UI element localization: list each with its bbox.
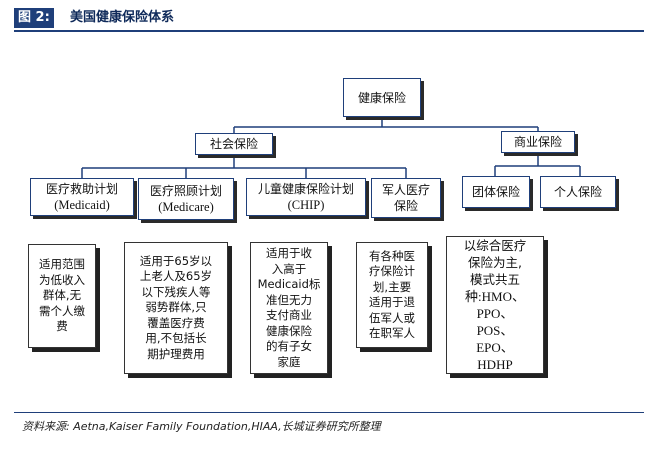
description-line: 划,主要 xyxy=(372,279,412,294)
source-note: 资料来源: Aetna,Kaiser Family Foundation,HIA… xyxy=(22,420,381,433)
description-line: 用,不包括长 xyxy=(145,331,207,346)
description-line: 的有子女 xyxy=(266,339,312,353)
figure-label: 图 2: xyxy=(14,8,54,28)
commercial-insurance-label: 商业保险 xyxy=(513,135,562,149)
description-line: 费 xyxy=(56,319,68,334)
description-line: EPO、 xyxy=(476,340,514,355)
description-line: 上老人及65岁 xyxy=(139,269,213,284)
root-box-health-insurance: 健康保险 xyxy=(343,78,421,117)
description-line: 模式共五 xyxy=(469,272,520,287)
description-line: 适用于退 xyxy=(369,295,415,309)
footer-divider xyxy=(14,412,644,413)
description-line: 在职军人 xyxy=(369,326,415,340)
social-insurance-label: 社会保险 xyxy=(209,137,258,151)
description-line: 以下残疾人等 xyxy=(141,284,211,299)
program-sub: (CHIP) xyxy=(287,198,325,212)
description-line: 种:HMO、 xyxy=(465,289,525,304)
program-name: 医疗救助计划 xyxy=(45,182,118,196)
description-line: 以综合医疗 xyxy=(463,238,527,253)
description-line: 有各种医 xyxy=(369,248,415,263)
description-line: 支付商业 xyxy=(266,308,312,322)
description-line: Medicaid标 xyxy=(257,277,321,291)
program-box-military: 军人医疗 保险 xyxy=(371,178,441,218)
description-line: 适用于收 xyxy=(266,246,312,260)
description-box-chip: 适用于收 入高于 Medicaid标 准但无力 支付商业 健康保险 的有子女 家… xyxy=(250,242,328,374)
program-name: 团体保险 xyxy=(471,185,520,199)
description-box-medicaid: 适用范围 为低收入 群体,无 需个人缴 费 xyxy=(28,244,96,348)
program-box-medicaid: 医疗救助计划 (Medicaid) xyxy=(30,178,134,216)
description-line: 群体,无 xyxy=(42,288,82,303)
program-box-individual-insurance: 个人保险 xyxy=(540,176,616,208)
program-box-group-insurance: 团体保险 xyxy=(462,176,530,208)
description-line: 疗保险计 xyxy=(369,264,415,278)
description-line: 弱势群体,只 xyxy=(145,300,207,315)
description-line: PPO、 xyxy=(476,306,514,321)
description-line: 为低收入 xyxy=(39,272,85,287)
description-line: 家庭 xyxy=(277,354,301,369)
description-line: 需个人缴 xyxy=(39,303,85,318)
description-line: 适用范围 xyxy=(39,257,85,272)
program-box-medicare: 医疗照顾计划 (Medicare) xyxy=(138,178,234,220)
description-line: 期护理费用 xyxy=(147,346,205,361)
description-line: 健康保险 xyxy=(266,323,312,338)
social-insurance-box: 社会保险 xyxy=(195,133,273,155)
program-name: 军人医疗 xyxy=(381,183,430,197)
program-sub: 保险 xyxy=(393,199,418,213)
description-line: POS、 xyxy=(476,323,514,338)
figure-title: 美国健康保险体系 xyxy=(70,10,175,25)
program-name: 儿童健康保险计划 xyxy=(257,182,354,196)
description-line: 准但无力 xyxy=(266,292,312,307)
program-sub: (Medicaid) xyxy=(54,198,110,212)
commercial-insurance-box: 商业保险 xyxy=(501,131,575,153)
root-label: 健康保险 xyxy=(357,90,406,105)
program-sub: (Medicare) xyxy=(158,200,214,214)
program-box-chip: 儿童健康保险计划 (CHIP) xyxy=(246,178,366,216)
description-box-military: 有各种医 疗保险计 划,主要 适用于退 伍军人或 在职军人 xyxy=(356,242,428,348)
description-line: 入高于 xyxy=(271,261,307,276)
description-box-medicare: 适用于65岁以 上老人及65岁 以下残疾人等 弱势群体,只 覆盖医疗费 用,不包… xyxy=(124,242,228,374)
description-line: 保险为主, xyxy=(468,255,522,270)
description-line: 伍军人或 xyxy=(369,310,415,325)
program-name: 医疗照顾计划 xyxy=(149,184,222,198)
description-line: HDHP xyxy=(477,357,513,372)
figure-header: 图 2: 美国健康保险体系 xyxy=(14,8,644,32)
description-box-commercial: 以综合医疗 保险为主, 模式共五 种:HMO、 PPO、 POS、 EPO、 H… xyxy=(446,236,544,374)
description-line: 适用于65岁以 xyxy=(139,253,213,268)
program-name: 个人保险 xyxy=(553,185,602,199)
description-line: 覆盖医疗费 xyxy=(147,315,205,330)
